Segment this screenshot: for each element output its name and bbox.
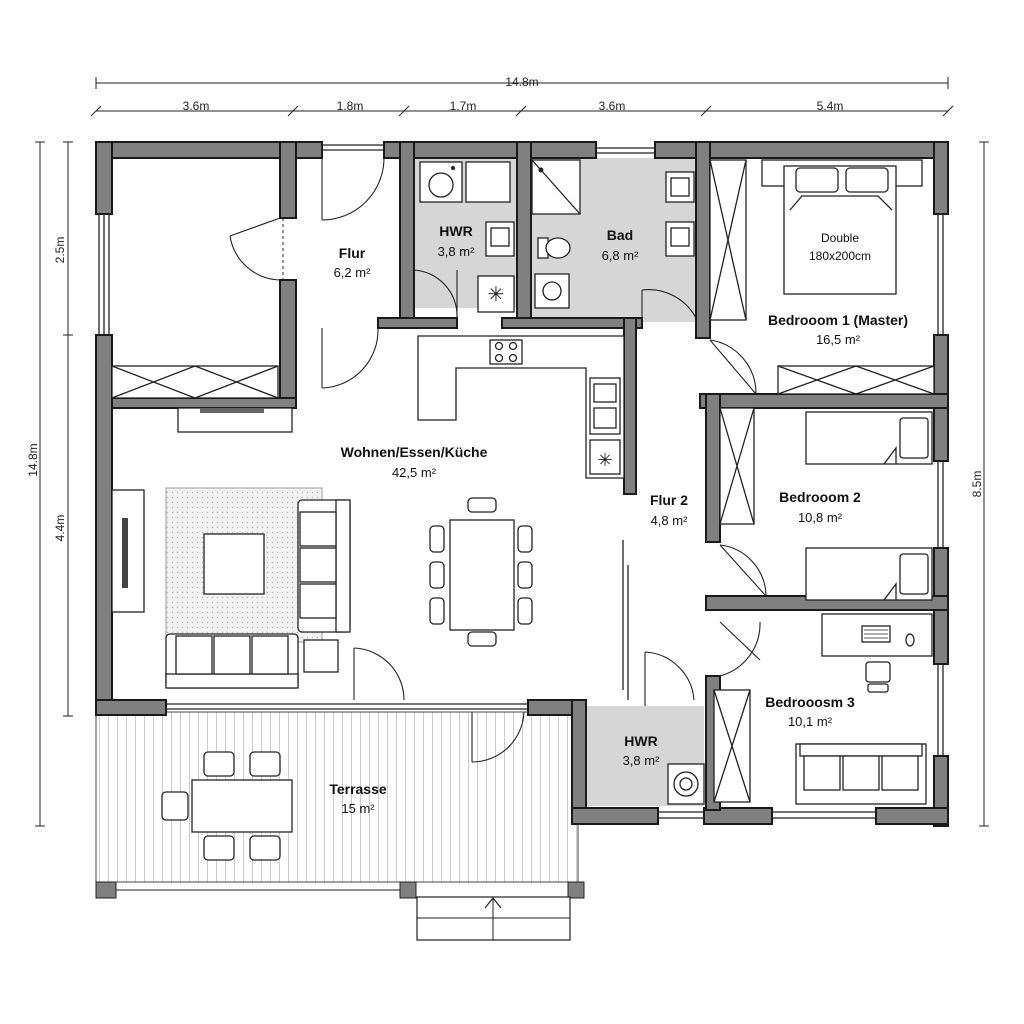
windows: [98, 144, 944, 819]
dim-seg-3: 1.7m: [450, 99, 477, 113]
wardrobe-master-left: [709, 159, 747, 321]
bed-label-double: Double: [821, 231, 859, 245]
bed-label-size: 180x200cm: [809, 249, 871, 263]
tv-unit: [111, 407, 293, 613]
room-area-flur: 6,2 m²: [334, 265, 372, 280]
room-name-bedroom1: Bedrooom 1 (Master): [768, 312, 908, 328]
room-name-flur2: Flur 2: [650, 492, 688, 508]
room-area-bedroom2: 10,8 m²: [798, 510, 843, 525]
room-name-living: Wohnen/Essen/Küche: [341, 444, 488, 460]
dim-seg-4: 3.6m: [599, 99, 626, 113]
room-name-flur: Flur: [339, 245, 366, 261]
room-name-bedroom3: Bedrooosm 3: [765, 694, 855, 710]
room-name-bedroom2: Bedrooom 2: [779, 489, 861, 505]
room-area-bad: 6,8 m²: [602, 248, 640, 263]
room-area-flur2: 4,8 m²: [651, 513, 689, 528]
room-area-terrasse: 15 m²: [341, 801, 375, 816]
dimension-lines: [35, 77, 989, 827]
dim-seg-5: 5.4m: [817, 99, 844, 113]
kitchen: ✳: [417, 335, 625, 479]
terrace-table: [161, 751, 293, 861]
bedroom2-furniture: [719, 407, 933, 601]
dim-left-seg-2: 4.4m: [53, 515, 67, 542]
wardrobe-room1: [111, 365, 279, 399]
wardrobe-master-bottom: [777, 365, 935, 395]
room-area-hwr1: 3,8 m²: [438, 244, 476, 259]
bedroom3-furniture: [713, 613, 933, 805]
terrace-deck: [95, 711, 585, 941]
dim-left-total: 14.8m: [26, 443, 40, 476]
room-area-living: 42,5 m²: [392, 465, 437, 480]
hwr1-appliances: ✳: [419, 161, 515, 313]
room-name-hwr1: HWR: [439, 223, 472, 239]
dim-total-width: 14.8m: [505, 75, 538, 89]
fridge-icon: ✳: [597, 450, 612, 471]
doors: [229, 157, 767, 763]
hwr2-washer: [667, 763, 705, 805]
bathroom-fixtures: [531, 159, 695, 309]
sofa-bottom: [165, 633, 339, 689]
room-labels: Flur 6,2 m² HWR 3,8 m² Bad 6,8 m² Bedroo…: [329, 223, 908, 816]
dim-left-seg-1: 2.5m: [53, 237, 67, 264]
sofa-right: [297, 499, 351, 633]
dim-right-total: 8.5m: [970, 471, 984, 498]
room-name-bad: Bad: [607, 227, 633, 243]
room-area-bedroom1: 16,5 m²: [816, 332, 861, 347]
dim-seg-1: 3.6m: [183, 99, 210, 113]
room-area-hwr2: 3,8 m²: [623, 753, 661, 768]
room-name-terrasse: Terrasse: [329, 781, 387, 797]
drain-icon: ✳: [488, 282, 505, 306]
dim-seg-2: 1.8m: [337, 99, 364, 113]
master-bed: Double 180x200cm: [761, 159, 923, 295]
dining-table: [429, 497, 533, 647]
room-name-hwr2: HWR: [624, 733, 657, 749]
room-area-bedroom3: 10,1 m²: [788, 714, 833, 729]
